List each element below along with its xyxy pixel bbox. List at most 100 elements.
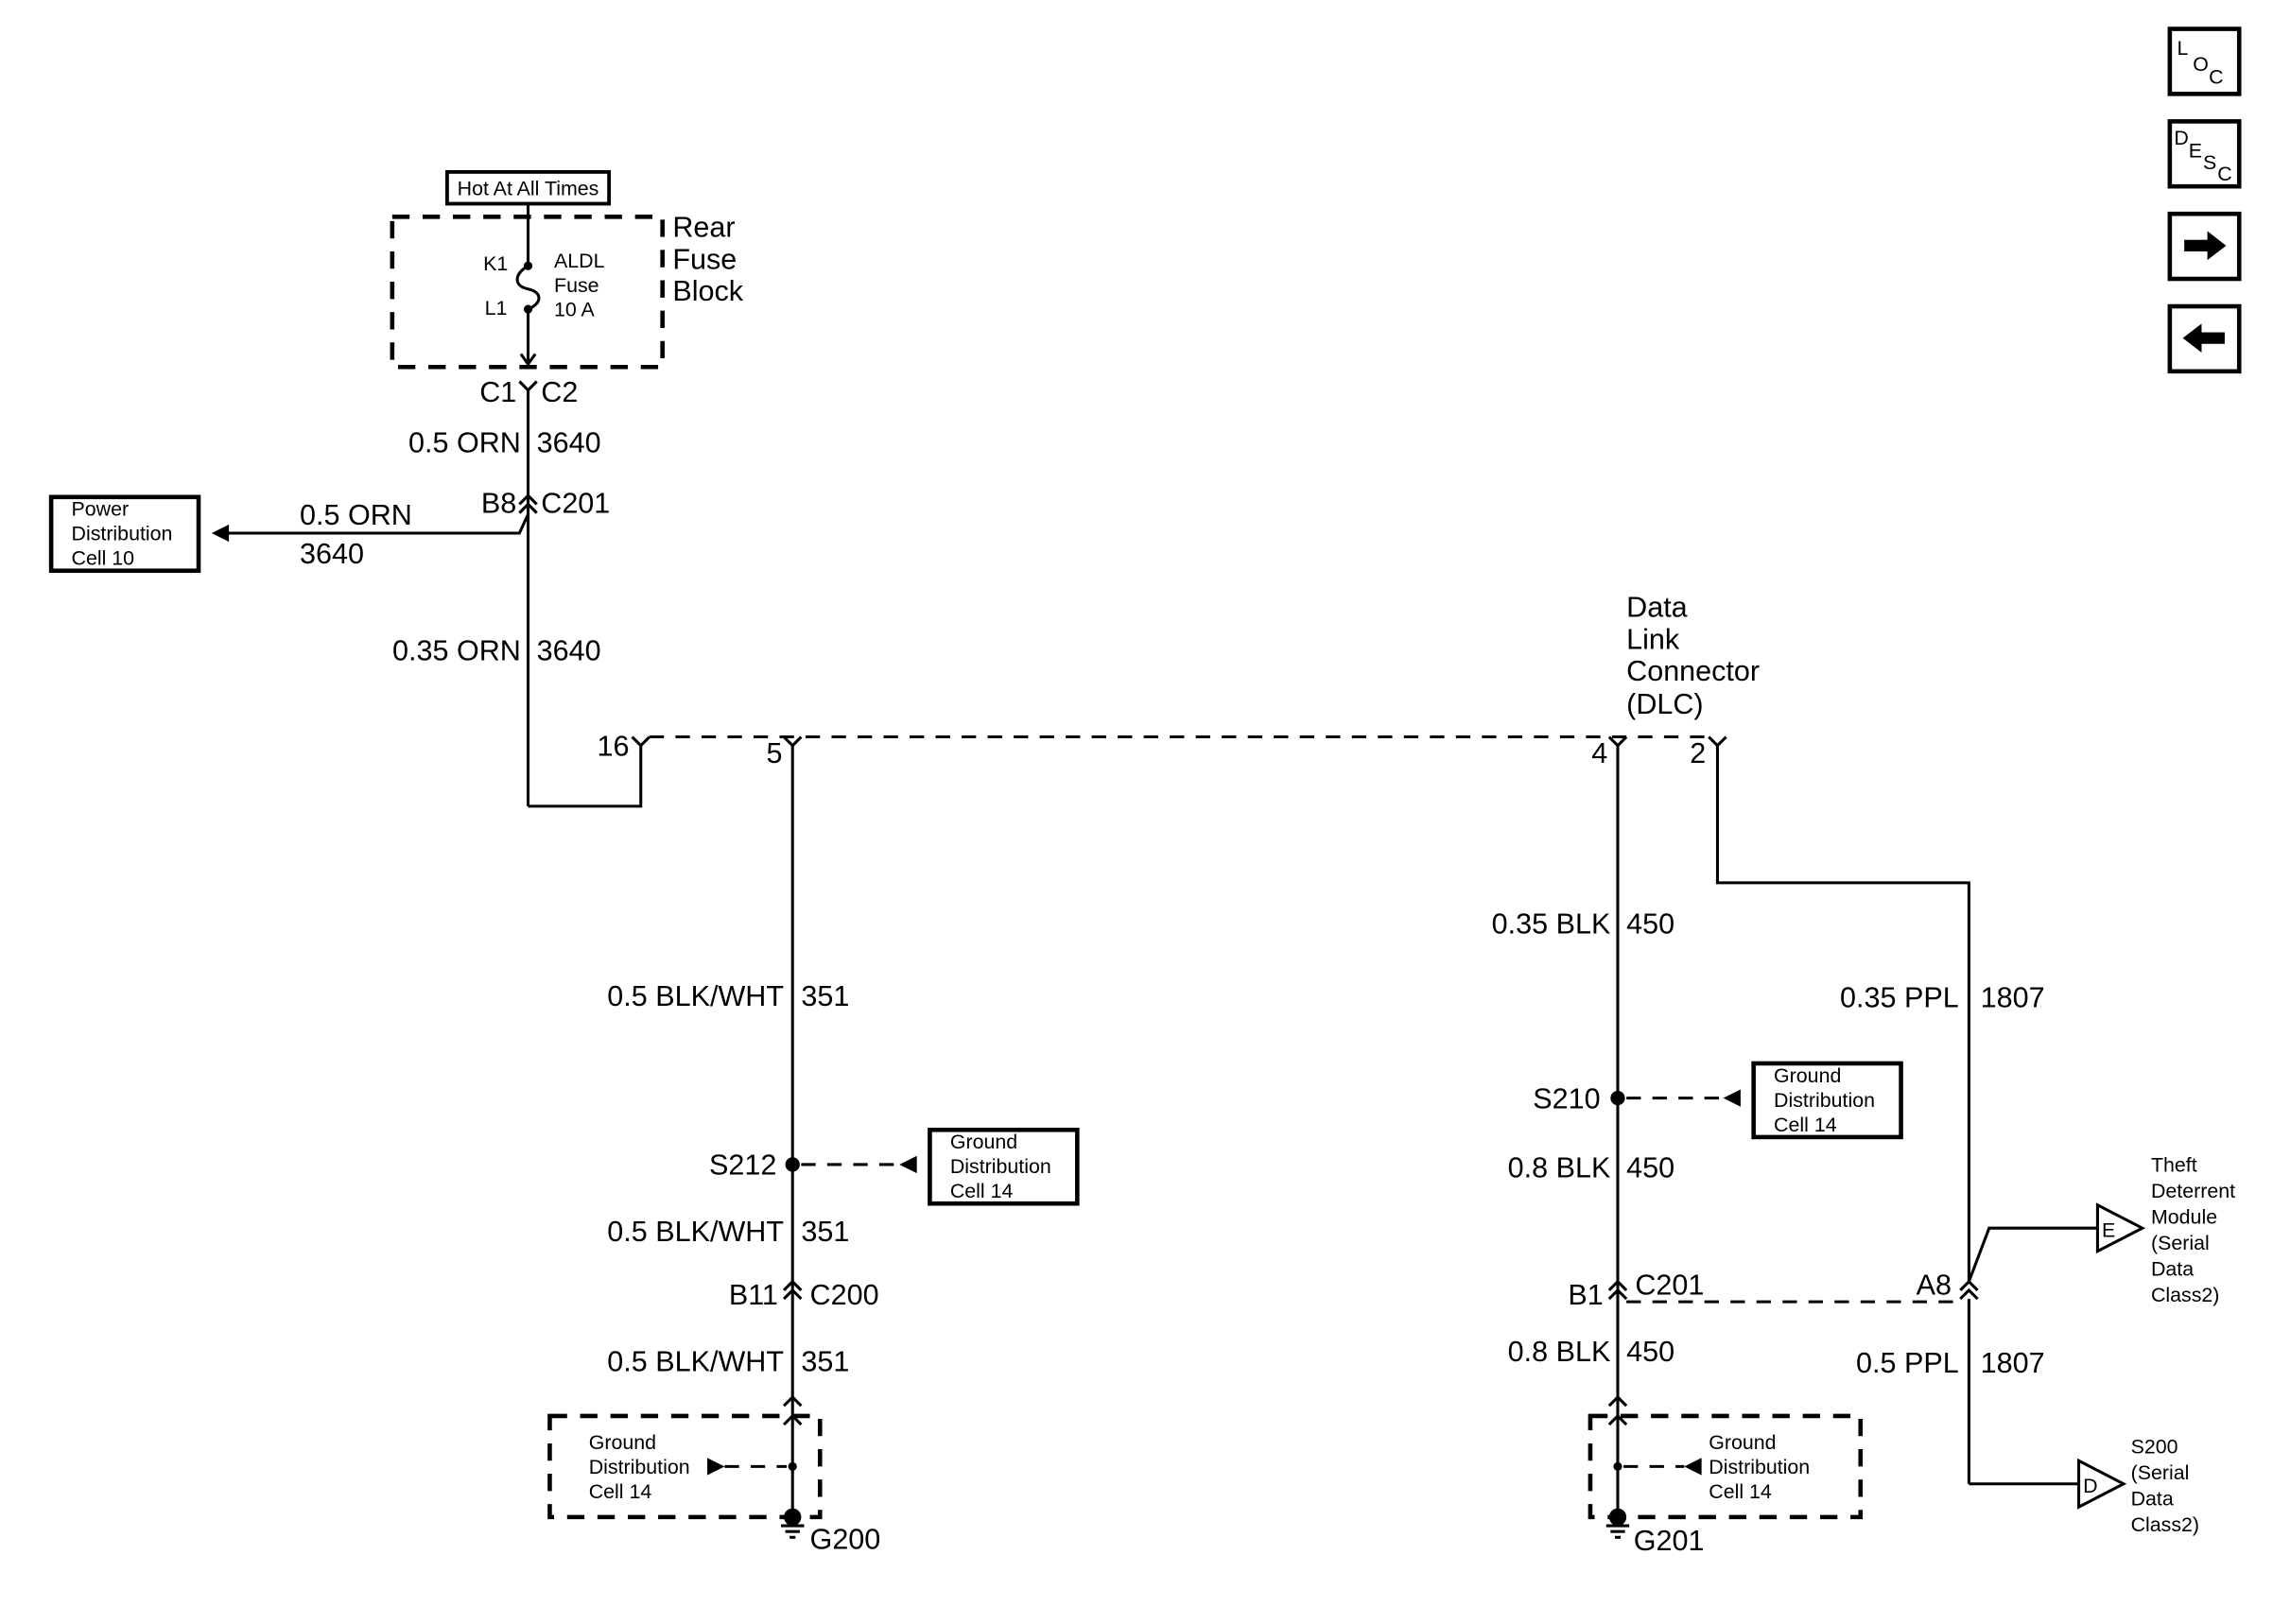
prev-button[interactable] [2167,303,2242,374]
ground-g201: G201 [1634,1525,1705,1557]
theft-module-ref-triangle[interactable] [2095,1202,2146,1254]
hot-at-all-times-label: Hot At All Times [458,177,599,199]
wire-gauge-0-8-blk-1: 0.8 BLK [1508,1152,1611,1184]
splice-s212-dot [785,1157,800,1172]
s200-label-1: S200 [2131,1436,2178,1459]
wire-circuit-450-3: 450 [1626,1336,1674,1368]
ground-distribution-s210-label-3: Cell 14 [1774,1114,1837,1136]
ground-distribution-s210-label-1: Ground [1774,1064,1841,1087]
theft-module-label-3: Module [2151,1206,2217,1229]
rear-fuse-block-label-1: Rear [672,212,735,244]
wire-gauge-0-35-orn: 0.35 ORN [392,635,521,667]
wire-gauge-0-5-blk-wht-3: 0.5 BLK/WHT [607,1346,784,1378]
dlc-label-1: Data [1626,592,1688,624]
theft-module-label-1: Theft [2151,1154,2197,1177]
connector-b8: B8 [481,488,516,520]
connector-c1-c2-symbol [518,380,538,392]
wire-circuit-1807-2: 1807 [1981,1347,2045,1379]
next-button[interactable] [2167,211,2242,282]
left-arrow-icon [2182,323,2225,353]
fuse-terminal-k1: K1 [483,252,508,275]
s200-ref-triangle[interactable] [2077,1458,2127,1510]
theft-module-label-2: Deterrent [2151,1180,2235,1202]
loc-letter-l: L [2177,37,2188,60]
wire-circuit-3640-lower: 3640 [537,635,601,667]
wire-circuit-450-2: 450 [1626,1152,1674,1184]
wire-circuit-3640-top: 3640 [537,426,601,458]
theft-module-label-4: (Serial [2151,1232,2210,1254]
desc-letter-c: C [2217,163,2231,185]
theft-module-ref-letter: E [2102,1218,2115,1241]
connector-b1: B1 [1568,1279,1603,1311]
wire-gauge-0-35-blk: 0.35 BLK [1492,907,1611,940]
ground-distribution-box-s210[interactable] [1751,1061,1903,1140]
s200-label-3: Data [2131,1488,2174,1511]
theft-module-label-5: Data [2151,1258,2194,1281]
wire-gauge-0-5-blk-wht-1: 0.5 BLK/WHT [607,980,784,1012]
fuse-symbol [515,264,541,311]
dlc-label-3: Connector [1626,655,1760,687]
wire-gauge-0-8-blk-2: 0.8 BLK [1508,1336,1611,1368]
ground-distribution-g200-label-3: Cell 14 [589,1480,652,1503]
theft-module-label-6: Class2) [2151,1284,2219,1306]
ground-g200: G200 [810,1524,881,1556]
s200-label-2: (Serial [2131,1461,2190,1484]
wire-gauge-0-5-orn-branch: 0.5 ORN [300,499,412,531]
power-distribution-label-2: Distribution [72,523,173,545]
wire-gauge-0-35-ppl: 0.35 PPL [1840,981,1959,1013]
dlc-pin-5: 5 [767,737,783,769]
ground-distribution-g200-label-2: Distribution [589,1456,690,1478]
ground-distribution-s212-label-3: Cell 14 [950,1180,1014,1202]
connector-c201-top: C201 [541,488,610,520]
ground-distribution-s212-label-2: Distribution [950,1155,1051,1178]
s200-ref-letter: D [2083,1475,2097,1497]
power-distribution-box[interactable] [48,494,201,574]
rear-fuse-block-label-2: Fuse [672,243,737,275]
wire-circuit-351-3: 351 [801,1346,849,1378]
wire-gauge-0-5-ppl: 0.5 PPL [1856,1347,1959,1379]
fuse-rating: 10 A [554,299,596,321]
fuse-word: Fuse [554,274,599,297]
dlc-pin-16: 16 [598,730,630,762]
splice-s210: S210 [1533,1082,1600,1114]
wire-gauge-0-5-blk-wht-2: 0.5 BLK/WHT [607,1216,784,1248]
connector-c1: C1 [479,376,516,408]
splice-s210-dot [1610,1090,1625,1106]
right-arrow-icon [2184,231,2227,261]
dlc-pin-2: 2 [1690,737,1706,769]
connector-c2: C2 [541,376,578,408]
fuse-terminal-l1: L1 [485,297,508,320]
desc-letter-e: E [2189,140,2202,163]
power-distribution-label-3: Cell 10 [72,547,135,570]
ground-distribution-g200-label-1: Ground [589,1431,656,1454]
desc-letter-s: S [2203,151,2216,174]
dlc-pin-4: 4 [1591,737,1607,769]
connector-c200: C200 [810,1279,879,1311]
ground-distribution-s212-label-1: Ground [950,1131,1017,1153]
wire-gauge-0-5-orn-top: 0.5 ORN [408,426,521,458]
fuse-name: ALDL [554,250,605,272]
wire-circuit-450-1: 450 [1626,907,1674,940]
desc-letter-d: D [2174,127,2188,149]
loc-button[interactable]: L O C [2167,26,2242,96]
ground-distribution-s210-label-2: Distribution [1774,1089,1875,1112]
wire-circuit-3640-branch: 3640 [300,538,364,570]
power-distribution-label-1: Power [72,498,130,521]
loc-letter-c: C [2209,66,2223,89]
desc-button[interactable]: D E S C [2167,119,2242,189]
connector-a8: A8 [1917,1270,1952,1302]
wire-circuit-351-2: 351 [801,1216,849,1248]
s200-label-4: Class2) [2131,1513,2199,1536]
dlc-label-4: (DLC) [1626,688,1703,720]
ground-distribution-g201-label-3: Cell 14 [1709,1480,1772,1503]
connector-b11: B11 [729,1279,778,1311]
splice-s212: S212 [709,1149,776,1182]
ground-distribution-box-s212[interactable] [928,1127,1080,1206]
dlc-label-2: Link [1626,623,1680,655]
connector-c201-bottom: C201 [1635,1270,1704,1302]
ground-distribution-g201-label-2: Distribution [1709,1456,1810,1478]
loc-letter-o: O [2193,53,2209,76]
wire-circuit-351-1: 351 [801,980,849,1012]
rear-fuse-block-label-3: Block [672,275,743,307]
